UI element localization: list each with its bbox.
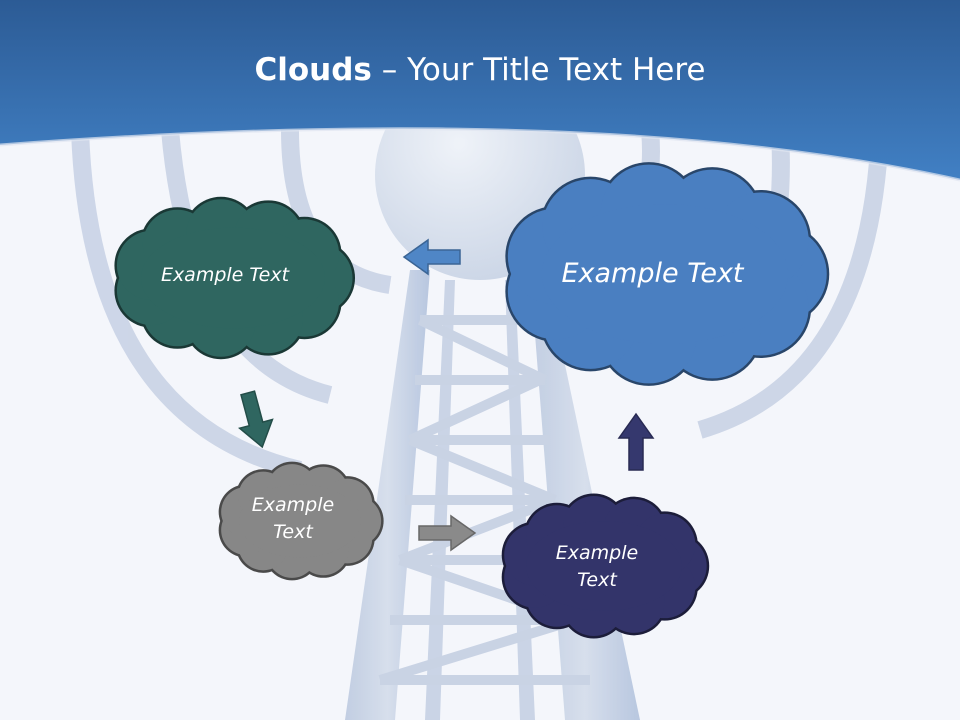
cloud-blue [505, 162, 830, 386]
cloud-teal [114, 196, 356, 360]
title-dash: – [381, 52, 398, 88]
cloud-label-navy-line2: Text [577, 569, 617, 591]
cloud-label-gray-line2: Text [273, 521, 313, 543]
title-bold: Clouds [254, 52, 372, 88]
cloud-label-navy-line1: Example [555, 542, 639, 565]
arrow-left-icon [402, 238, 461, 276]
arrow-up-icon [617, 412, 655, 471]
cloud-label-gray: Example Text [228, 487, 358, 551]
title-rest: Your Title Text Here [407, 52, 706, 88]
cloud-label-teal: Example Text [160, 263, 290, 286]
cloud-label-gray-line1: Example [251, 494, 335, 517]
cloud-label-navy: Example Text [532, 535, 662, 599]
slide-title: Clouds – Your Title Text Here [0, 52, 960, 88]
cloud-navy [501, 493, 710, 639]
arrow-down-icon [238, 390, 274, 449]
arrow-right-icon [418, 514, 477, 552]
cloud-gray [218, 461, 384, 581]
cloud-label-blue: Example Text [561, 258, 744, 290]
header-band [0, 0, 960, 180]
